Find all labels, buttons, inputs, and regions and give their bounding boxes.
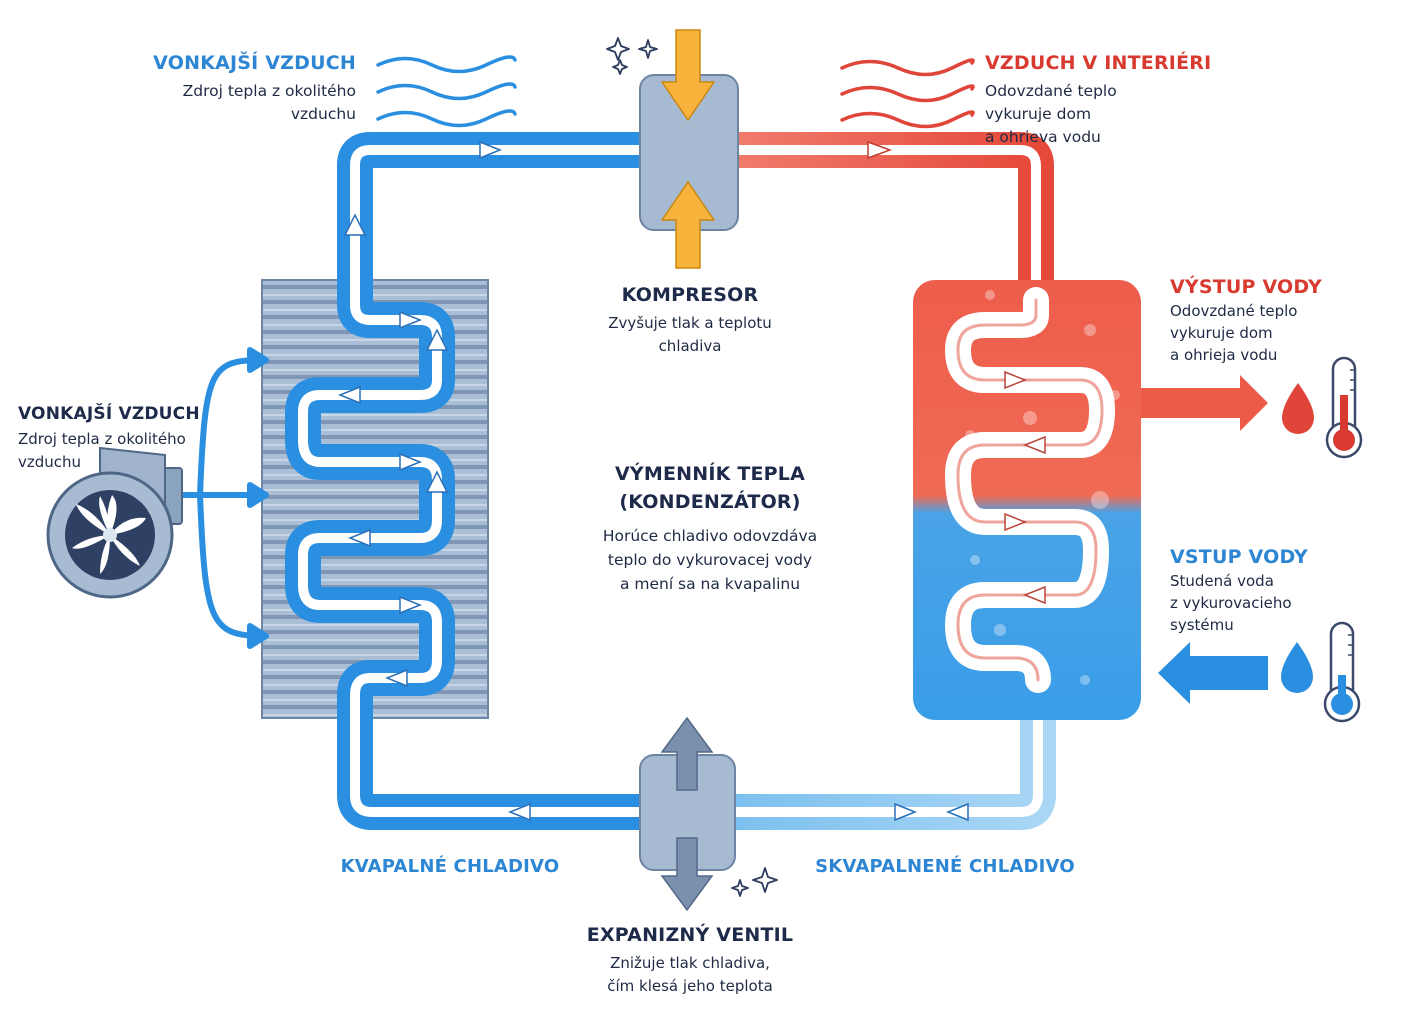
outside-air-top-title: VONKAJŠÍ VZDUCH	[153, 52, 356, 74]
heat-exchanger-text: Horúce chladivo odovzdáva teplo do vykur…	[602, 527, 818, 593]
outside-air-left-title: VONKAJŠÍ VZDUCH	[18, 404, 200, 424]
water-out-title: VÝSTUP VODY	[1170, 276, 1322, 298]
hot-thermometer-icon	[1325, 356, 1363, 459]
refrigerant-loop-cold	[285, 132, 658, 830]
compressor-text: Zvyšuje tlak a teplotu chladiva	[608, 314, 772, 355]
expansion-valve-text: Znižuje tlak chladiva, čím klesá jeho te…	[607, 954, 773, 995]
air-flow-arrows	[177, 347, 269, 649]
indoor-air-label: VZDUCH V INTERIÉRI Odovzdané teplo vykur…	[985, 52, 1245, 149]
compressor	[639, 29, 739, 269]
refrigerant-loop-hot	[717, 132, 1054, 323]
fan-icon	[46, 446, 183, 599]
hot-drop-icon	[1282, 383, 1314, 434]
condensed-refrigerant-label: SKVAPALNENÉ CHLADIVO	[805, 856, 1085, 877]
expansion-valve	[639, 716, 736, 912]
cold-drop-icon	[1281, 642, 1313, 693]
heat-exchanger-label: VÝMENNÍK TEPLA (KONDENZÁTOR) Horúce chla…	[560, 460, 860, 596]
sparkle-icon	[606, 37, 778, 897]
liquid-refrigerant-label: KVAPALNÉ CHLADIVO	[325, 856, 575, 877]
water-out-text: Odovzdané teplo vykuruje dom a ohrieja v…	[1170, 302, 1298, 364]
outside-air-top-text: Zdroj tepla z okolitého vzduchu	[182, 82, 356, 123]
cold-waves-icon	[376, 55, 517, 128]
outside-air-top-label: VONKAJŠÍ VZDUCH Zdroj tepla z okolitého …	[100, 52, 356, 126]
outside-air-left-label: VONKAJŠÍ VZDUCH Zdroj tepla z okolitého …	[18, 404, 238, 474]
compressor-label: KOMPRESOR Zvyšuje tlak a teplotu chladiv…	[580, 284, 800, 358]
indoor-air-title: VZDUCH V INTERIÉRI	[985, 52, 1212, 74]
water-in-title: VSTUP VODY	[1170, 546, 1308, 568]
water-out-label: VÝSTUP VODY Odovzdané teplo vykuruje dom…	[1170, 276, 1390, 366]
cold-thermometer-icon	[1323, 621, 1361, 723]
coil-flow-arrows	[1004, 370, 1046, 605]
liquid-refrigerant-title: KVAPALNÉ CHLADIVO	[340, 856, 560, 877]
expansion-valve-title: EXPANIZNÝ VENTIL	[586, 924, 794, 946]
outside-air-left-text: Zdroj tepla z okolitého vzduchu	[18, 430, 186, 471]
compressor-title: KOMPRESOR	[621, 284, 759, 306]
indoor-air-text: Odovzdané teplo vykuruje dom a ohrieva v…	[985, 82, 1117, 146]
water-in-text: Studená voda z vykurovacieho systému	[1170, 572, 1292, 634]
tank-coil	[945, 287, 1115, 693]
heat-exchanger-title: VÝMENNÍK TEPLA (KONDENZÁTOR)	[614, 463, 806, 513]
water-input-arrow	[1158, 642, 1268, 704]
condensed-refrigerant-title: SKVAPALNENÉ CHLADIVO	[815, 856, 1075, 877]
expansion-valve-label: EXPANIZNÝ VENTIL Znižuje tlak chladiva, …	[545, 924, 835, 998]
heat-waves-icon	[840, 58, 975, 129]
refrigerant-loop-return	[717, 654, 1056, 830]
water-in-label: VSTUP VODY Studená voda z vykurovacieho …	[1170, 546, 1390, 636]
water-output-arrow	[1141, 375, 1268, 431]
